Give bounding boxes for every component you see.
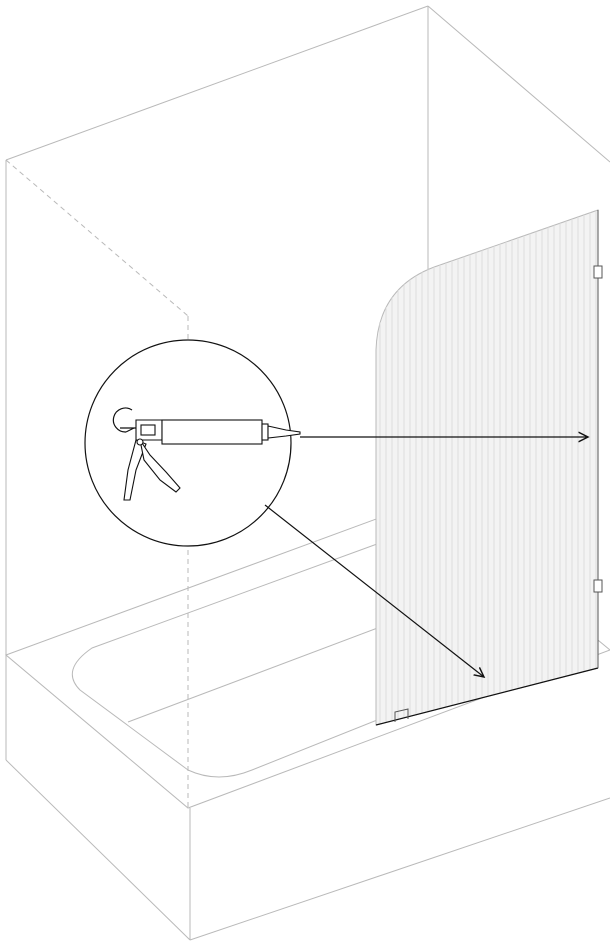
upper-hinge — [593, 265, 603, 279]
lower-hinge — [593, 579, 603, 593]
glass-shower-screen — [375, 209, 603, 726]
leader-arrows — [264, 437, 588, 677]
callout-magnifier — [84, 339, 301, 547]
bottom-seal-clip — [394, 708, 409, 722]
caulking-gun-icon — [112, 407, 301, 501]
arrow-icon — [264, 504, 484, 677]
